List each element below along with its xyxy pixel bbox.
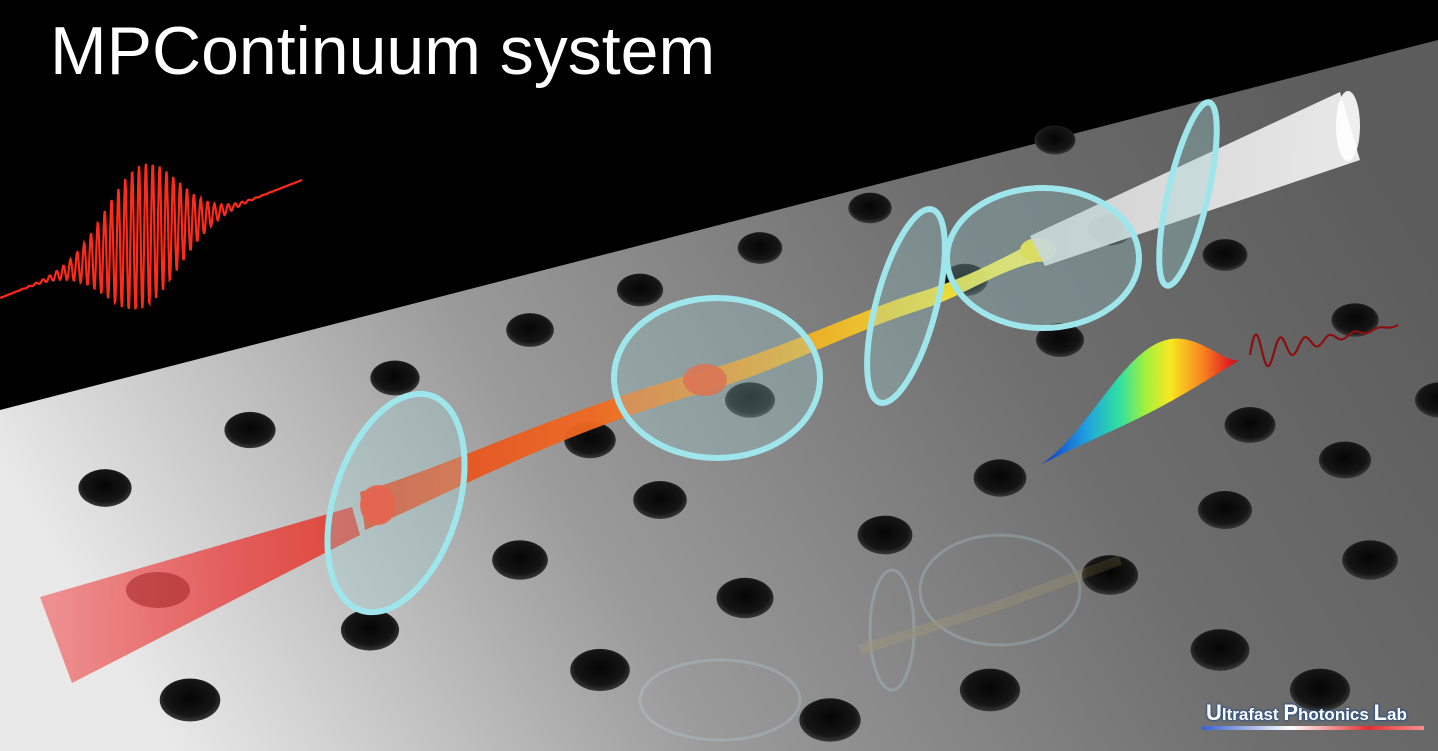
lab-logo-icon: Ultrafast Photonics Lab (1198, 694, 1428, 742)
table-hole (1342, 540, 1398, 580)
table-reflections (638, 533, 1122, 742)
table-hole (492, 540, 548, 580)
optical-mirror-icon (611, 295, 823, 461)
table-hole (1331, 303, 1379, 337)
table-hole (506, 313, 554, 347)
table-hole (973, 459, 1027, 497)
red-pulse-waveform-icon (0, 163, 303, 310)
table-hole (159, 678, 221, 722)
table-hole (959, 668, 1021, 712)
beam-hotspot-1 (360, 485, 396, 525)
spectral-broadened-pulse-icon (1040, 338, 1250, 465)
mirrors (324, 99, 1220, 616)
table-hole (370, 360, 420, 396)
table-hole (1198, 490, 1252, 530)
page-title: MPContinuum system (50, 13, 716, 89)
table-hole (570, 648, 630, 692)
table-hole (857, 515, 913, 555)
table-hole (1036, 323, 1084, 357)
table-hole (716, 577, 774, 619)
table-hole (799, 698, 861, 742)
output-beam-end (1336, 91, 1360, 161)
table-hole (1414, 382, 1438, 418)
table-hole (1034, 125, 1076, 155)
table-hole (848, 192, 892, 224)
table-hole (724, 382, 776, 418)
table-hole (737, 232, 783, 264)
optical-mirror-icon (864, 206, 948, 406)
table-hole (1081, 555, 1139, 595)
optical-mirror-icon (1156, 99, 1220, 289)
beam-hotspot-2 (683, 364, 727, 396)
logo-text: Ultrafast Photonics Lab (1206, 700, 1407, 725)
optical-mirror-icon (324, 390, 468, 616)
table-hole (1190, 629, 1250, 671)
output-beam (1030, 92, 1360, 266)
table-hole (78, 469, 132, 507)
logo-underline (1202, 726, 1424, 730)
table-hole (224, 411, 276, 449)
output-pulse-tail (1248, 323, 1399, 368)
table-hole (340, 609, 400, 651)
table-hole (633, 481, 687, 519)
table-hole (1202, 239, 1248, 271)
input-beam (40, 507, 360, 683)
table-holes (78, 125, 1438, 742)
table-hole (1318, 441, 1372, 479)
table-hole (616, 273, 664, 307)
optical-mirror-icon (944, 185, 1142, 331)
table-hole (1289, 668, 1351, 712)
table-hole (1224, 406, 1276, 444)
input-beam-focus (126, 572, 190, 608)
